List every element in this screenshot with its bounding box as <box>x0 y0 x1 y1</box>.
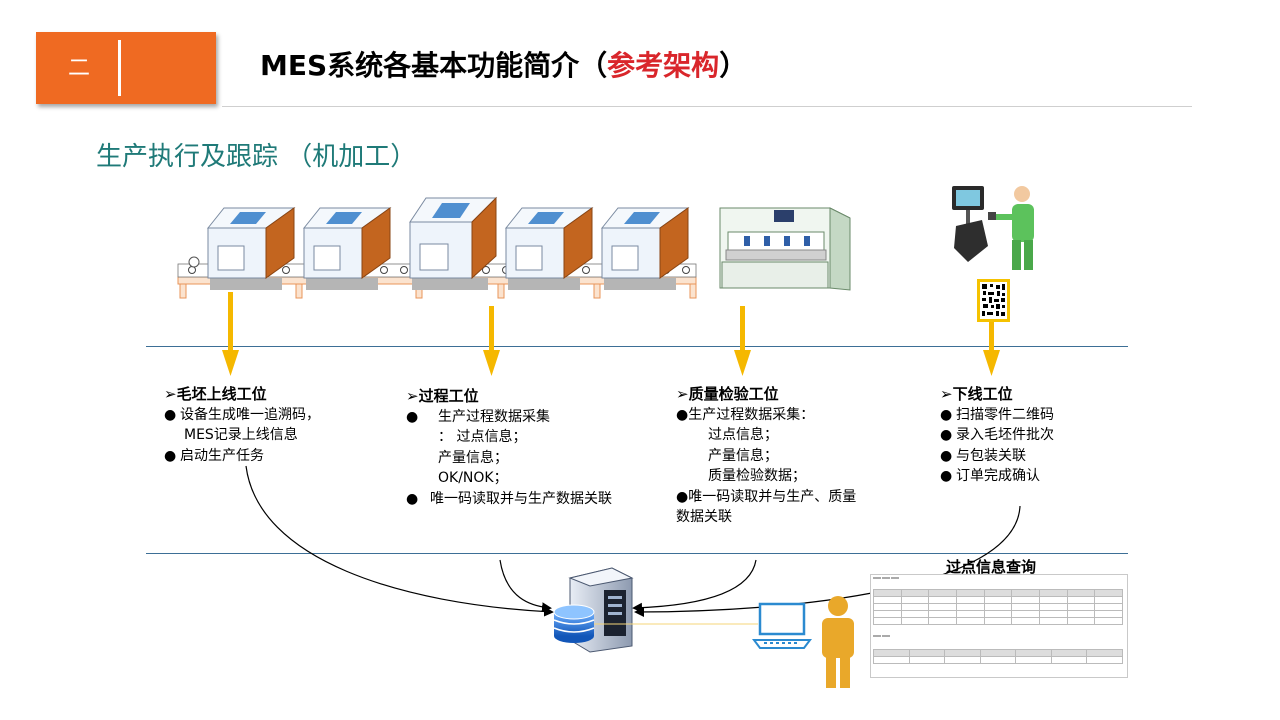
station-line: 唯一码读取并与生产数据关联 <box>430 490 612 507</box>
station-line: OK/NOK； <box>438 470 508 486</box>
station-blank-loading: ➢毛坯上线工位 ●设备生成唯一追溯码， MES记录上线信息 ●启动生产任务 <box>164 384 320 466</box>
screenshot-table-bottom <box>873 649 1123 664</box>
bullet-icon: ● <box>940 406 953 423</box>
station-process: ➢过程工位 ● 生产过程数据采集 ： 过点信息； 产量信息； OK/NOK； ● 唯… <box>406 386 612 509</box>
screenshot-tab <box>882 635 890 637</box>
station-line: 产量信息； <box>708 447 778 464</box>
bullet-icon: ● <box>406 408 419 425</box>
station-title: 质量检验工位 <box>688 385 779 403</box>
qr-code-icon <box>977 279 1010 322</box>
station-line: ： 过点信息； <box>438 429 527 445</box>
bullet-icon: ● <box>940 468 953 484</box>
screenshot-tab <box>891 577 899 579</box>
query-screenshot <box>870 574 1128 678</box>
chevron-right-icon: ➢ <box>164 385 177 403</box>
chevron-right-icon: ➢ <box>676 385 689 403</box>
station-title: 毛坯上线工位 <box>176 385 267 403</box>
inspection-station-icon <box>719 207 851 291</box>
upper-divider <box>146 346 1128 347</box>
badge-divider <box>118 40 121 96</box>
station-line: 扫描零件二维码 <box>956 406 1054 423</box>
screenshot-tab <box>873 577 881 579</box>
chevron-right-icon: ➢ <box>406 387 419 405</box>
server-icon <box>553 567 634 653</box>
operator-icon <box>822 596 854 688</box>
yellow-arrows <box>222 292 1000 376</box>
station-line: ●生产过程数据采集： <box>676 406 815 423</box>
screenshot-tab <box>873 635 881 637</box>
title-main: MES系统各基本功能简介（ <box>260 49 608 82</box>
station-line: 过点信息； <box>708 427 778 443</box>
station-line: 生产过程数据采集 <box>438 408 550 425</box>
screenshot-tab <box>882 577 890 579</box>
screenshot-table-top <box>873 589 1123 625</box>
query-caption: 过点信息查询 <box>946 558 1037 576</box>
lower-divider <box>146 553 1128 554</box>
machine-3 <box>409 196 498 290</box>
bullet-icon: ● <box>164 406 177 423</box>
title-rule <box>222 106 1192 107</box>
station-line: 数据关联 <box>676 509 732 525</box>
station-title: 下线工位 <box>952 385 1013 403</box>
station-line: 设备生成唯一追溯码， <box>180 406 320 423</box>
machine-1 <box>206 207 296 290</box>
bullet-icon: ● <box>406 490 419 507</box>
station-quality-inspection: ➢质量检验工位 ●生产过程数据采集： 过点信息； 产量信息； 质量检验数据； ●… <box>676 384 856 528</box>
station-line: 与包装关联 <box>956 447 1026 464</box>
section-subtitle: 生产执行及跟踪 （机加工） <box>96 142 417 172</box>
station-line: 录入毛坯件批次 <box>956 427 1054 443</box>
page-title: MES系统各基本功能简介（参考架构） <box>260 44 747 84</box>
screenshot-tabs-bottom <box>873 635 891 637</box>
bullet-icon: ● <box>940 427 953 443</box>
chevron-right-icon: ➢ <box>940 385 953 403</box>
station-line: 质量检验数据； <box>708 468 806 484</box>
station-title: 过程工位 <box>418 387 479 405</box>
station-line: 订单完成确认 <box>956 468 1040 484</box>
machine-5 <box>600 207 690 290</box>
section-badge <box>36 32 216 104</box>
screenshot-tabs <box>873 577 900 579</box>
bullet-icon: ● <box>940 447 953 464</box>
station-line: ●唯一码读取并与生产、质量 <box>676 488 857 505</box>
section-number: 二 <box>68 56 91 81</box>
station-line: 产量信息； <box>438 449 508 466</box>
station-line: 启动生产任务 <box>180 447 264 464</box>
station-line: MES记录上线信息 <box>184 427 298 443</box>
machine-4 <box>504 207 594 290</box>
machine-2 <box>302 207 392 290</box>
scanner-worker-icon <box>952 186 1034 270</box>
title-end: ） <box>719 49 748 82</box>
bullet-icon: ● <box>164 447 177 464</box>
title-accent: 参考架构 <box>607 49 720 82</box>
computer-icon <box>752 602 812 649</box>
station-offline: ➢下线工位 ●扫描零件二维码 ●录入毛坯件批次 ●与包装关联 ●订单完成确认 <box>940 384 1054 487</box>
